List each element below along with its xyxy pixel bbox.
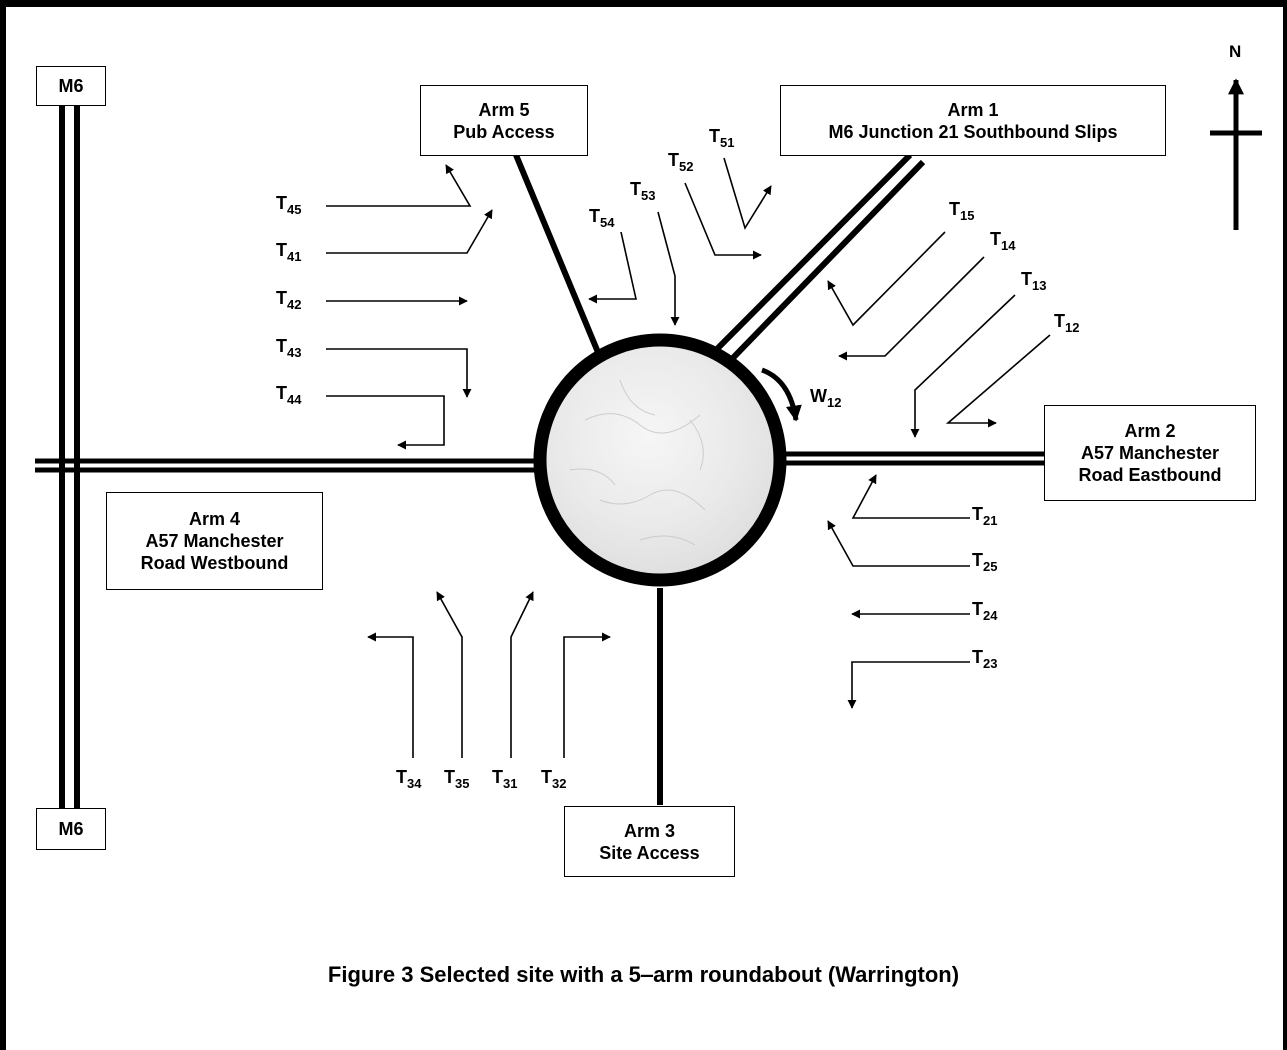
arm2-name-line1: A57 Manchester (1080, 443, 1220, 463)
t13-arrow (910, 294, 1016, 438)
t53-arrow (657, 211, 680, 326)
arm5-box: Arm 5 Pub Access (420, 85, 588, 156)
t44-label: T44 (276, 383, 302, 407)
arm1-title: Arm 1 (947, 99, 999, 120)
t23-label: T23 (972, 647, 998, 671)
arm2-title: Arm 2 (1124, 421, 1176, 441)
t35-label: T35 (444, 767, 470, 791)
t43-arrow (326, 348, 472, 398)
arm2-box: Arm 2 A57 Manchester Road Eastbound (1044, 405, 1256, 501)
arm1-road (713, 152, 926, 365)
t51-arrow (723, 157, 772, 230)
m6-motorway (59, 105, 80, 808)
arm1-name: M6 Junction 21 Southbound Slips (828, 121, 1118, 142)
m6-top-label: M6 (58, 76, 84, 96)
north-arrow (1210, 78, 1262, 230)
t23-arrow (847, 661, 970, 709)
t12-label: T12 (1054, 311, 1080, 335)
arm4-title: Arm 4 (188, 509, 241, 529)
t52-arrow (684, 182, 762, 260)
t13-label: T13 (1021, 269, 1047, 293)
arm4-box: Arm 4 A57 Manchester Road Westbound (106, 492, 323, 590)
t45-arrow (326, 164, 472, 207)
roundabout-island (533, 333, 787, 587)
t32-arrow (563, 632, 611, 758)
m6-bottom-box: M6 (36, 808, 106, 850)
t25-arrow (827, 520, 970, 567)
t54-arrow (588, 231, 637, 304)
t45-label: T45 (276, 193, 302, 217)
t51-label: T51 (709, 126, 735, 150)
t12-arrow (945, 334, 1051, 428)
m6-top-box: M6 (36, 66, 106, 106)
arm3-title: Arm 3 (623, 820, 676, 841)
arm4-road (35, 458, 545, 473)
arm5-name: Pub Access (453, 121, 555, 142)
arm3-box: Arm 3 Site Access (564, 806, 735, 877)
t14-arrow (838, 256, 985, 361)
t31-label: T31 (492, 767, 518, 791)
arm2-road (780, 451, 1045, 466)
t53-label: T53 (630, 179, 656, 203)
t21-arrow (851, 474, 970, 519)
t14-label: T14 (990, 229, 1016, 253)
t31-arrow (510, 591, 534, 758)
t34-arrow (367, 632, 414, 758)
t42-label: T42 (276, 288, 302, 312)
arm4-name-line2: Road Westbound (140, 553, 289, 573)
w12-arrow (761, 367, 802, 422)
t25-label: T25 (972, 550, 998, 574)
t34-label: T34 (396, 767, 422, 791)
figure-caption: Figure 3 Selected site with a 5‒arm roun… (327, 962, 960, 987)
t15-arrow (827, 231, 946, 327)
t21-label: T21 (972, 504, 998, 528)
arm2-name-line2: Road Eastbound (1078, 465, 1222, 485)
w12-label: W12 (810, 386, 842, 410)
arm3-name: Site Access (599, 842, 700, 863)
marble-texture (569, 379, 706, 546)
t43-label: T43 (276, 336, 302, 360)
t44-arrow (326, 395, 445, 450)
t41-arrow (326, 209, 493, 254)
t32-label: T32 (541, 767, 567, 791)
t15-label: T15 (949, 199, 975, 223)
t52-label: T52 (668, 150, 694, 174)
t41-label: T41 (276, 240, 302, 264)
t54-label: T54 (589, 206, 615, 230)
arm5-road (513, 153, 605, 364)
arm1-box: Arm 1 M6 Junction 21 Southbound Slips (780, 85, 1166, 156)
m6-bottom-label: M6 (58, 819, 84, 839)
north-label: N (1229, 42, 1242, 61)
arm4-name-line1: A57 Manchester (145, 531, 284, 551)
t35-arrow (436, 591, 463, 758)
t24-label: T24 (972, 599, 998, 623)
arm5-title: Arm 5 (478, 99, 530, 120)
